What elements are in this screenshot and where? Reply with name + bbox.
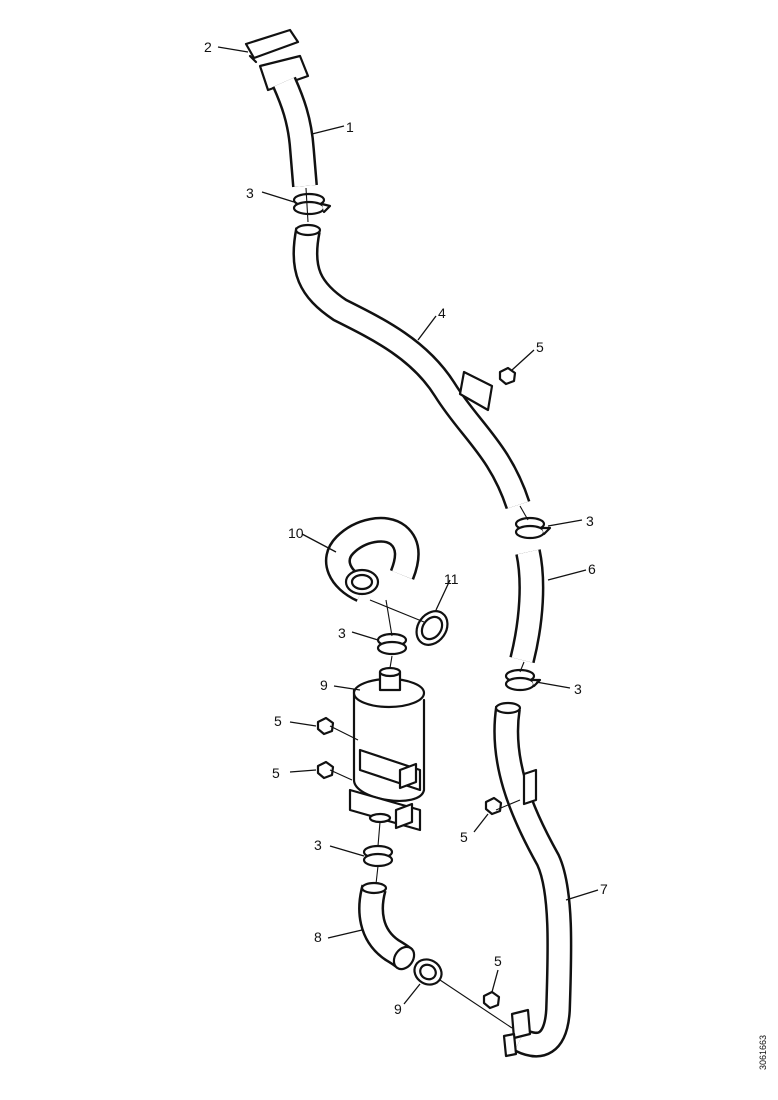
long-pipe (292, 223, 531, 510)
bolt-right-lower (484, 796, 503, 816)
upper-filler-hose (272, 76, 318, 188)
hose-clamp-mid (514, 516, 552, 540)
callout-9-filter: 9 (320, 677, 328, 693)
callout-3-lower-right: 3 (574, 681, 582, 697)
hose-clamp-filter-top (376, 632, 408, 656)
middle-hose (509, 549, 545, 664)
callout-3-filter-top: 3 (338, 625, 346, 641)
callout-7: 7 (600, 881, 608, 897)
hose-clamp-upper (292, 192, 332, 216)
hose-clamp-lower-right (504, 668, 542, 692)
callout-11: 11 (444, 571, 459, 587)
callout-3-upper: 3 (246, 185, 254, 201)
leader-lines (217, 46, 599, 1005)
bolt-filter-upper (316, 716, 335, 736)
lower-long-pipe (493, 701, 573, 1058)
callout-3-filter-bottom: 3 (314, 837, 322, 853)
callout-5-bottom: 5 (494, 953, 502, 969)
callout-8: 8 (314, 929, 322, 945)
callout-1: 1 (346, 119, 354, 135)
callout-4: 4 (438, 305, 446, 321)
callout-5-right: 5 (460, 829, 468, 845)
bolt-bottom (482, 990, 501, 1010)
callout-9-clamp: 9 (394, 1001, 402, 1017)
callout-10: 10 (288, 525, 304, 541)
document-id: 3061663 (758, 1035, 768, 1070)
elbow-hose (324, 516, 420, 602)
bolt-upper (498, 366, 517, 386)
callout-5-filter-lower: 5 (272, 765, 280, 781)
callout-labels: 2 1 3 4 5 3 6 10 11 3 3 9 5 5 5 3 7 8 5 … (204, 39, 608, 1017)
callout-5-filter-upper: 5 (274, 713, 282, 729)
small-clamp-bottom (413, 958, 443, 986)
filter-canister (348, 666, 426, 832)
lower-elbow-hose (358, 881, 416, 971)
assembly-guide-lines (305, 187, 529, 1029)
filler-cap (244, 28, 310, 92)
callout-6: 6 (588, 561, 596, 577)
hose-clamp-filter-bottom (362, 844, 394, 868)
callout-2: 2 (204, 39, 212, 55)
callout-3-mid: 3 (586, 513, 594, 529)
callout-5-pipe: 5 (536, 339, 544, 355)
large-clamp (415, 610, 449, 646)
bolt-filter-lower (316, 760, 335, 780)
